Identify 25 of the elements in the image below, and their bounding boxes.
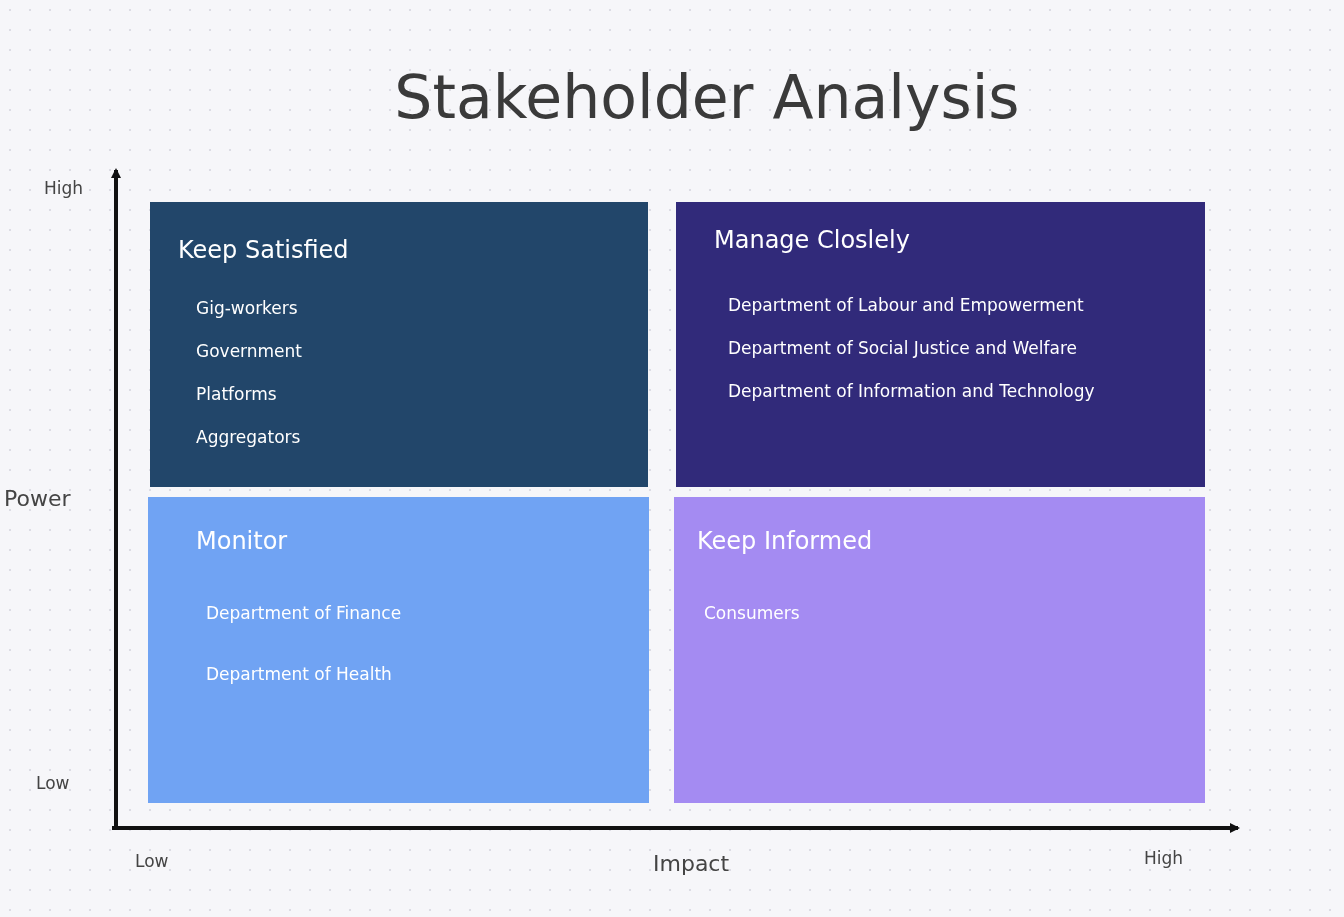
axis-tick-label: Low bbox=[36, 773, 70, 793]
quadrant-card bbox=[676, 202, 1205, 487]
quadrant-card bbox=[150, 202, 648, 487]
stakeholder-name: Department of Labour and Empowerment bbox=[728, 295, 1084, 315]
axis-tick-label: Low bbox=[135, 851, 169, 871]
stakeholder-name: Aggregators bbox=[196, 427, 301, 447]
stakeholder-name: Government bbox=[196, 341, 303, 361]
axis-tick-label: High bbox=[44, 178, 84, 198]
quadrant-heading: Manage Closlely bbox=[714, 226, 910, 254]
diagram-title: Stakeholder Analysis bbox=[393, 62, 1021, 132]
quadrant-card bbox=[674, 497, 1205, 803]
stakeholder-name: Department of Information and Technology bbox=[728, 381, 1095, 401]
stakeholder-name: Department of Health bbox=[206, 664, 392, 684]
stakeholder-name: Platforms bbox=[196, 384, 277, 404]
stakeholder-name: Consumers bbox=[704, 603, 800, 623]
quadrant-heading: Keep Informed bbox=[697, 527, 873, 555]
axis-title: Impact bbox=[653, 851, 730, 876]
stakeholder-name: Gig-workers bbox=[196, 298, 298, 318]
quadrant-heading: Keep Satisfied bbox=[178, 236, 349, 264]
stakeholder-name: Department of Social Justice and Welfare bbox=[728, 338, 1077, 358]
axis-tick-label: High bbox=[1144, 848, 1184, 868]
stakeholder-name: Department of Finance bbox=[206, 603, 402, 623]
quadrant-card bbox=[148, 497, 649, 803]
axis-title: Power bbox=[4, 486, 71, 511]
quadrant-heading: Monitor bbox=[196, 527, 288, 555]
